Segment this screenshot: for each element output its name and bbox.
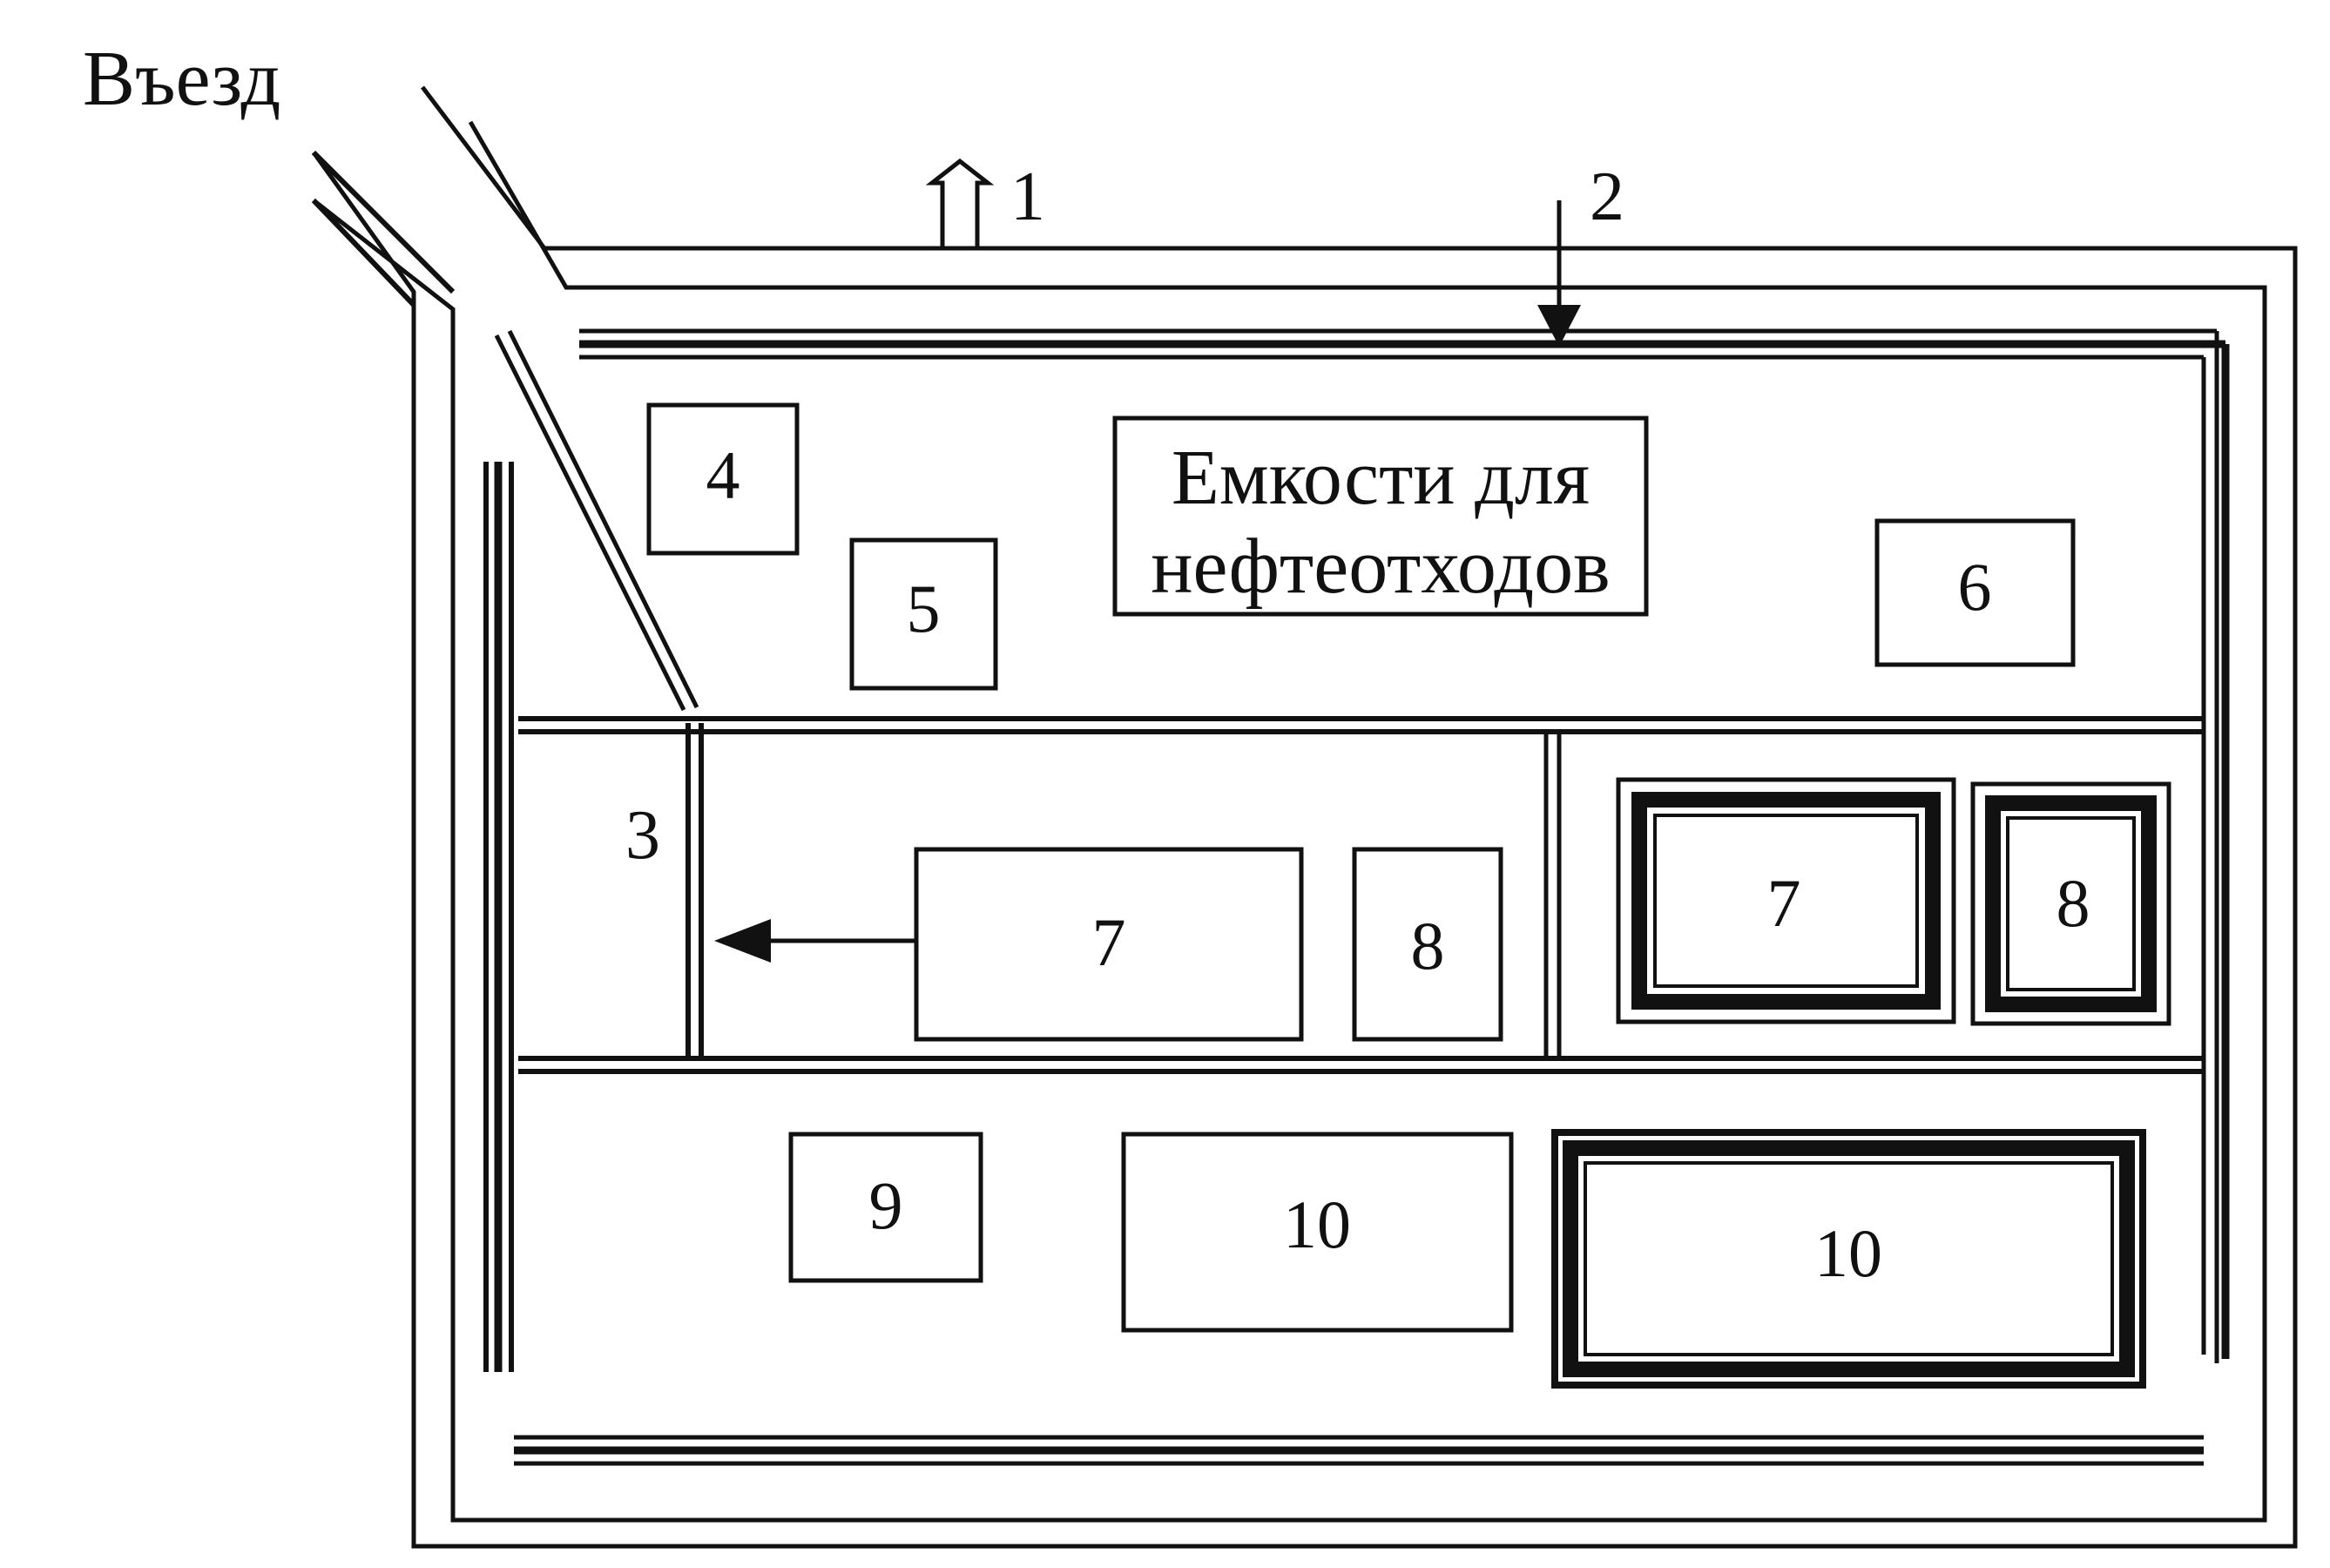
marker-1-label: 1 [1010, 159, 1045, 235]
right-barrier [2201, 331, 2230, 1363]
left-barrier [483, 462, 514, 1372]
upper-divider [518, 716, 2204, 734]
vertical-pipe [685, 723, 704, 1058]
box-9: 9 [788, 1132, 983, 1283]
box-5: 5 [849, 537, 998, 691]
entrance-label: Въезд [83, 36, 280, 122]
box-6: 6 [1874, 518, 2076, 667]
marker-2-label: 2 [1590, 159, 1624, 235]
box-7-bold: 7 [1616, 777, 1956, 1024]
box-10-plain-label: 10 [1283, 1186, 1351, 1262]
box-8-plain-label: 8 [1411, 908, 1445, 983]
box-6-label: 6 [1958, 549, 1992, 625]
outer-fence [311, 85, 2298, 1549]
marker-1-up-arrow-icon [925, 158, 995, 248]
box-4: 4 [646, 402, 800, 556]
box-8-bold: 8 [1970, 781, 2171, 1026]
box-7-plain-label: 7 [1092, 904, 1126, 980]
oil-waste-tanks-box: Емкости для нефтеотходов [1112, 416, 1649, 617]
marker-2-down-arrow-icon [1537, 200, 1581, 347]
box-10-plain: 10 [1121, 1132, 1514, 1333]
middle-vertical-divider [1543, 732, 1562, 1058]
box-8-plain: 8 [1352, 847, 1503, 1042]
box-10-bold: 10 [1551, 1129, 2146, 1389]
tank-label-line2: нефтеотходов [1151, 524, 1610, 610]
marker-3-label: 3 [625, 797, 660, 874]
lower-divider [518, 1056, 2204, 1074]
box-4-label: 4 [706, 437, 740, 513]
flow-left-arrow-icon [714, 919, 915, 963]
box-7-bold-label: 7 [1767, 865, 1801, 941]
box-8-bold-label: 8 [2056, 865, 2090, 941]
box-10-bold-label: 10 [1814, 1215, 1882, 1291]
tank-label-line1: Емкости для [1172, 435, 1590, 521]
box-9-label: 9 [869, 1167, 903, 1243]
diagonal-pipeline [494, 329, 699, 712]
box-5-label: 5 [907, 571, 941, 646]
box-7-plain: 7 [914, 847, 1304, 1042]
top-barrier [579, 328, 2225, 360]
entrance-road [311, 150, 456, 308]
bottom-barrier [514, 1435, 2204, 1466]
